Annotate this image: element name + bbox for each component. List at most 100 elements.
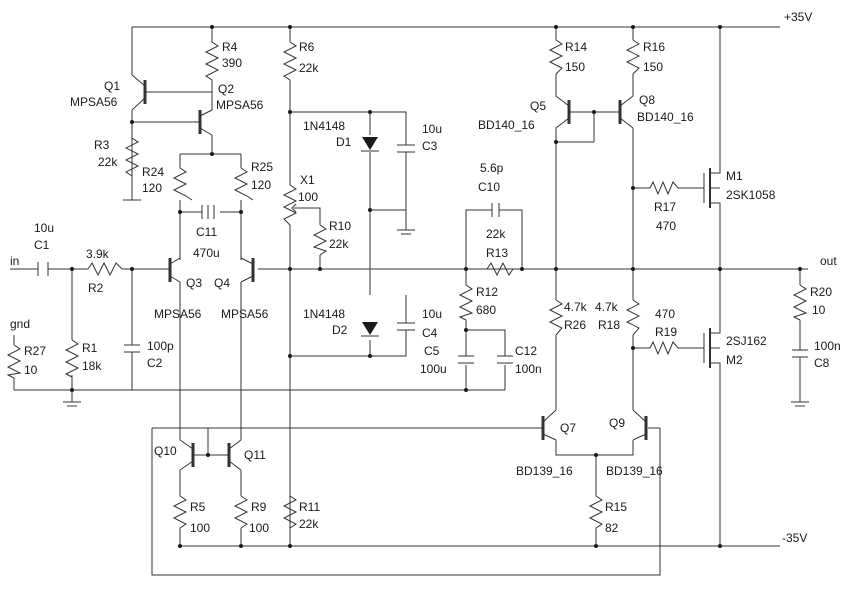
- ref-C10: C10: [478, 180, 500, 194]
- capacitor-C3: [397, 144, 415, 153]
- val-X1: 100: [298, 190, 318, 204]
- ref-R27: R27: [24, 344, 46, 358]
- resistor-R14: [548, 39, 564, 75]
- val-C10: 5.6p: [480, 161, 504, 175]
- pot-X1: [282, 184, 298, 226]
- resistor-R11: [282, 495, 298, 529]
- capacitor-C1: [37, 262, 49, 276]
- part-Q5: BD140_16: [478, 118, 535, 132]
- resistor-R25: [233, 167, 254, 201]
- val-C1: 10u: [34, 221, 54, 235]
- ref-Q2: Q2: [218, 82, 234, 96]
- resistor-R13: [486, 261, 514, 277]
- ref-R18: R18: [598, 318, 620, 332]
- ref-C5: C5: [424, 344, 440, 358]
- ref-R25: R25: [251, 160, 273, 174]
- ref-X1: X1: [300, 173, 315, 187]
- ref-R6: R6: [299, 40, 315, 54]
- ref-C2: C2: [147, 356, 163, 370]
- val-C12: 100n: [515, 362, 542, 376]
- ref-R11: R11: [299, 500, 320, 514]
- ref-D1: D1: [336, 135, 352, 149]
- val-R14: 150: [565, 60, 585, 74]
- resistor-R9: [233, 495, 249, 529]
- part-Q3: MPSA56: [154, 307, 202, 321]
- val-R2: 3.9k: [86, 247, 110, 261]
- capacitor-symbols: [37, 144, 808, 366]
- val-R3: 22k: [98, 155, 118, 169]
- part-Q4: MPSA56: [221, 307, 269, 321]
- ref-C1: C1: [34, 238, 50, 252]
- resistor-R6: [282, 41, 298, 82]
- val-R11: 22k: [299, 517, 319, 531]
- capacitor-C5: [458, 355, 474, 364]
- ref-C12: C12: [515, 344, 537, 358]
- ref-M2: M2: [726, 353, 743, 367]
- ref-R17: R17: [654, 200, 676, 214]
- resistor-R5: [172, 495, 188, 529]
- ground-symbol: [791, 401, 809, 407]
- val-R27: 10: [24, 363, 38, 377]
- val-C4: 10u: [422, 307, 442, 321]
- resistor-R15: [588, 495, 604, 529]
- resistor-R19: [649, 340, 680, 356]
- val-C2: 100p: [147, 339, 174, 353]
- ref-Q7: Q7: [560, 421, 576, 435]
- val-R16: 150: [643, 60, 663, 74]
- resistor-R26: [548, 299, 564, 336]
- resistor-R18: [625, 299, 641, 336]
- ref-Q11: Q11: [244, 448, 266, 462]
- ref-Q5: Q5: [530, 99, 546, 113]
- ref-R16: R16: [643, 40, 665, 54]
- part-Q2: MPSA56: [216, 98, 264, 112]
- ref-Q1: Q1: [104, 79, 120, 93]
- port-in-label: in: [10, 254, 19, 268]
- ref-R5: R5: [190, 500, 206, 514]
- val-R17: 470: [656, 219, 676, 233]
- ref-Q8: Q8: [639, 93, 655, 107]
- val-R6: 22k: [299, 61, 319, 75]
- capacitor-C2: [124, 344, 140, 353]
- ref-C4: C4: [422, 326, 438, 340]
- ref-D2: D2: [332, 323, 348, 337]
- diode-D2: [362, 322, 378, 335]
- resistor-R3: [124, 137, 140, 177]
- val-R5: 100: [190, 521, 210, 535]
- ref-R26: R26: [564, 318, 586, 332]
- ref-Q4: Q4: [214, 276, 230, 290]
- part-D1: 1N4148: [303, 119, 345, 133]
- resistor-R1: [64, 339, 80, 378]
- val-R19: 470: [655, 307, 675, 321]
- val-R9: 100: [249, 521, 269, 535]
- part-Q7: BD139_16: [516, 464, 573, 478]
- resistor-symbols: [6, 39, 808, 529]
- capacitor-C11: [201, 205, 215, 219]
- ref-R12: R12: [476, 285, 498, 299]
- ref-C8: C8: [814, 356, 830, 370]
- ground-symbol: [63, 401, 81, 407]
- resistor-R10: [312, 224, 328, 256]
- transistor-symbols: [131, 74, 721, 471]
- val-R25: 120: [251, 178, 271, 192]
- capacitor-C10: [491, 203, 500, 217]
- part-Q8: BD140_16: [637, 110, 694, 124]
- ref-C3: C3: [422, 139, 438, 153]
- val-R13: 22k: [486, 227, 506, 241]
- diode-symbols: [361, 137, 379, 337]
- resistor-R24: [172, 167, 193, 201]
- rail-neg-label: -35V: [782, 531, 807, 545]
- capacitor-C4: [397, 322, 415, 331]
- ref-R14: R14: [565, 40, 587, 54]
- val-R24: 120: [142, 181, 162, 195]
- capacitor-C8: [792, 349, 808, 358]
- part-Q1: MPSA56: [70, 95, 118, 109]
- resistor-R20: [792, 284, 808, 321]
- ref-Q9: Q9: [609, 416, 625, 430]
- val-C3: 10u: [422, 122, 442, 136]
- part-M2: 2SJ162: [726, 334, 767, 348]
- ref-R9: R9: [251, 500, 267, 514]
- ref-R13: R13: [486, 246, 508, 260]
- ref-R4: R4: [222, 40, 238, 54]
- junctions: [70, 25, 802, 548]
